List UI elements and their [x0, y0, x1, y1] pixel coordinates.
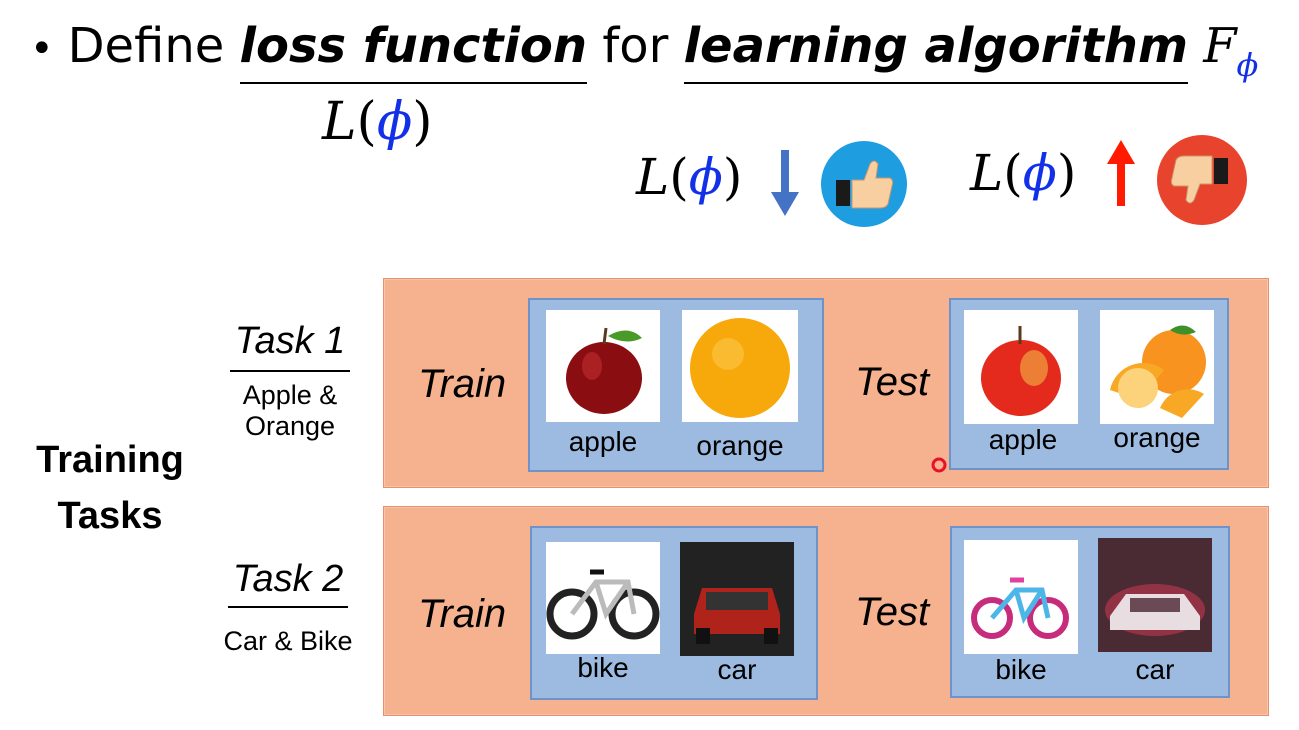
task2-subtitle: Car & Bike [223, 626, 353, 656]
down-arrow-icon [771, 150, 799, 216]
bike-image [964, 540, 1078, 654]
task2-test-label: Test [855, 590, 930, 634]
orange-image [1100, 310, 1214, 424]
test-orange-label: orange [1113, 422, 1201, 453]
F-phi-symbol: Fϕ [1203, 18, 1259, 84]
loss-increase-formula: L(ϕ) [970, 144, 1077, 202]
train-bike-label: bike [577, 652, 629, 683]
loss-decrease-formula: L(ϕ) [636, 148, 743, 206]
car-image [680, 542, 794, 656]
learning-algorithm-term: learning algorithm [683, 18, 1189, 84]
pointer-dot-icon [931, 457, 947, 473]
orange-image [682, 310, 798, 422]
loss-function-term: loss function [239, 18, 588, 84]
task2-rule [228, 606, 348, 608]
test-car-label: car [1135, 654, 1175, 685]
train-orange-label: orange [696, 430, 784, 461]
test-bike-label: bike [995, 654, 1047, 685]
task1-subtitle: Apple & Orange [242, 380, 338, 441]
thumbs-down-icon [1157, 135, 1247, 225]
up-arrow-icon [1107, 140, 1135, 206]
train-car-label: car [717, 654, 757, 685]
headline-prefix: Define [67, 18, 225, 74]
apple-image [546, 310, 660, 422]
bullet-symbol: • [30, 26, 54, 72]
task2-title: Task 2 [232, 558, 344, 600]
training-tasks-label: Training Tasks [36, 439, 184, 537]
bullet-headline: • Define loss function for learning algor… [30, 18, 1258, 84]
bike-image [546, 542, 660, 654]
task1-title: Task 1 [234, 320, 346, 362]
task1-rule [230, 370, 350, 372]
headline-middle: for [602, 18, 669, 74]
loss-formula: L(ϕ) [322, 92, 433, 152]
car-image [1098, 538, 1212, 652]
thumbs-up-icon [821, 141, 907, 227]
task2-train-label: Train [418, 592, 507, 636]
train-apple-label: apple [568, 426, 638, 457]
task1-test-label: Test [855, 360, 930, 404]
task1-train-label: Train [418, 362, 507, 406]
test-apple-label: apple [988, 424, 1058, 455]
apple-image [964, 310, 1078, 424]
